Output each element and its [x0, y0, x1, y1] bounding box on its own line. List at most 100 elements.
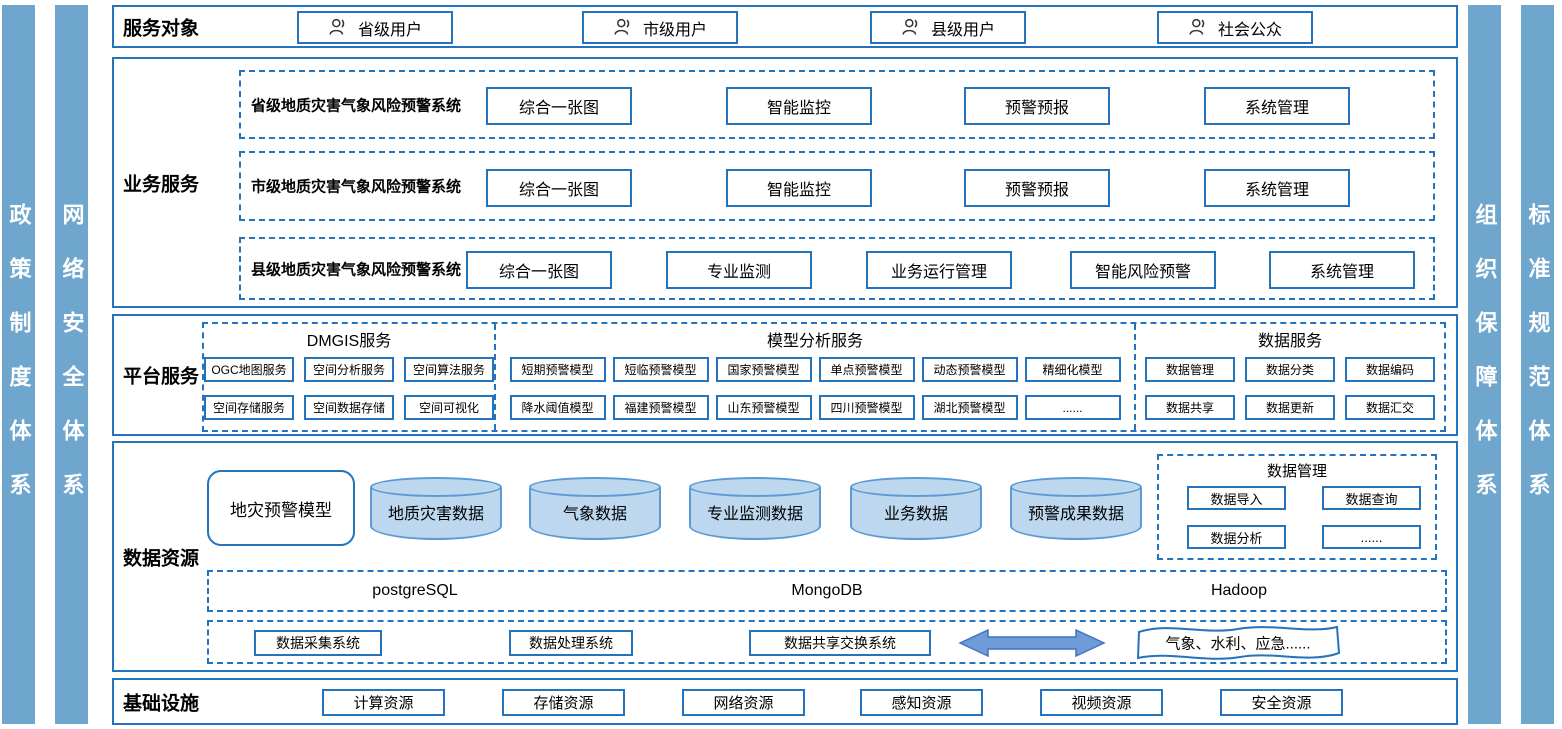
service-box: 单点预警模型: [818, 357, 915, 382]
database-label: 地质灾害数据: [387, 506, 484, 523]
dmgis-group: DMGIS服务 OGC地图服务 空间分析服务 空间算法服务 空间存储服务 空间数…: [204, 324, 494, 430]
external-sources-label: 气象、水利、应急......: [1165, 635, 1311, 653]
service-box: 数据汇交: [1345, 395, 1435, 420]
service-box: 数据管理: [1145, 357, 1235, 382]
user-box-county: 县级用户: [870, 11, 1026, 44]
module-box: 预警预报: [964, 87, 1110, 125]
infrastructure-section: 基础设施 计算资源 存储资源 网络资源 感知资源 视频资源 安全资源: [112, 678, 1458, 725]
group-title: DMGIS服务: [306, 333, 392, 350]
service-box: 数据共享: [1145, 395, 1235, 420]
dm-box: 数据查询: [1322, 486, 1421, 510]
system-box: 数据采集系统: [254, 630, 382, 656]
person-icon: [614, 18, 630, 35]
service-box: 空间算法服务: [404, 357, 494, 382]
service-box: 空间可视化: [404, 395, 494, 420]
resource-box: 存储资源: [502, 689, 625, 716]
data-resources-section: 数据资源 地灾预警模型 地质灾害数据 气象数据 专业监测数据 业务数据 预警成果…: [112, 441, 1458, 672]
group-title: 数据管理: [1266, 463, 1327, 480]
pillar-standards: 标准规范体系: [1521, 5, 1554, 724]
platform-services-section: 平台服务 DMGIS服务 OGC地图服务 空间分析服务 空间算法服务 空间存储服…: [112, 314, 1458, 436]
module-box: 智能监控: [726, 87, 872, 125]
service-box: 数据更新: [1245, 395, 1335, 420]
person-icon: [902, 18, 918, 35]
service-box: 动态预警模型: [921, 357, 1018, 382]
city-system-group: 市级地质灾害气象风险预警系统 综合一张图 智能监控 预警预报 系统管理: [239, 151, 1435, 221]
service-box: 国家预警模型: [715, 357, 812, 382]
warning-model-node: 地灾预警模型: [207, 470, 355, 546]
section-title: 业务服务: [123, 174, 200, 195]
system-title: 市级地质灾害气象风险预警系统: [251, 178, 462, 196]
module-box: 专业监测: [666, 251, 812, 289]
service-box: 精细化模型: [1024, 357, 1121, 382]
module-box: 综合一张图: [486, 87, 632, 125]
service-box: 福建预警模型: [612, 395, 709, 420]
system-title: 县级地质灾害气象风险预警系统: [251, 261, 462, 278]
service-box: 短期预警模型: [509, 357, 606, 382]
service-box: 山东预警模型: [715, 395, 812, 420]
database-label: 专业监测数据: [706, 506, 803, 523]
database-cylinder: 专业监测数据: [689, 477, 821, 540]
pillar-policy-system: 政策制度体系: [2, 5, 35, 724]
business-services-section: 业务服务 省级地质灾害气象风险预警系统 综合一张图 智能监控 预警预报 系统管理…: [112, 57, 1458, 308]
service-box: OGC地图服务: [204, 357, 294, 382]
user-box-label: 社会公众: [1217, 21, 1282, 39]
system-box: 数据处理系统: [509, 630, 633, 656]
storage-engine: MongoDB: [791, 582, 863, 599]
user-box-label: 省级用户: [357, 21, 422, 39]
service-box: 湖北预警模型: [921, 395, 1018, 420]
section-title: 基础设施: [123, 693, 200, 714]
section-title: 服务对象: [123, 18, 200, 39]
module-box: 系统管理: [1204, 169, 1350, 207]
database-label: 预警成果数据: [1027, 506, 1124, 523]
pillar-network-security: 网络安全体系: [55, 5, 88, 724]
user-box-city: 市级用户: [582, 11, 738, 44]
database-cylinder: 气象数据: [529, 477, 661, 540]
system-title: 省级地质灾害气象风险预警系统: [251, 97, 462, 114]
person-icon: [329, 18, 345, 35]
service-box: 空间数据存储: [304, 395, 394, 420]
service-box: 空间存储服务: [204, 395, 294, 420]
group-title: 数据服务: [1257, 333, 1322, 350]
service-targets-section: 服务对象 省级用户 市级用户 县级用户 社会公众: [112, 5, 1458, 48]
user-box-province: 省级用户: [297, 11, 453, 44]
module-box: 智能风险预警: [1070, 251, 1216, 289]
module-box: 系统管理: [1204, 87, 1350, 125]
dm-box: 数据导入: [1187, 486, 1286, 510]
resource-box: 安全资源: [1220, 689, 1343, 716]
user-box-label: 市级用户: [642, 21, 707, 39]
module-box: 综合一张图: [486, 169, 632, 207]
bidirectional-arrow-icon: [958, 628, 1106, 658]
county-system-group: 县级地质灾害气象风险预警系统 综合一张图 专业监测 业务运行管理 智能风险预警 …: [239, 237, 1435, 300]
platform-groups: DMGIS服务 OGC地图服务 空间分析服务 空间算法服务 空间存储服务 空间数…: [202, 322, 1446, 432]
data-management-group: 数据管理 数据导入 数据查询 数据分析 ......: [1157, 454, 1437, 560]
service-box: 短临预警模型: [612, 357, 709, 382]
data-services-group: 数据服务 数据管理 数据分类 数据编码 数据共享 数据更新 数据汇交: [1134, 324, 1444, 430]
resource-box: 网络资源: [682, 689, 805, 716]
service-box: 降水阈值模型: [509, 395, 606, 420]
section-title: 平台服务: [123, 366, 200, 388]
service-box: 四川预警模型: [818, 395, 915, 420]
user-box-label: 县级用户: [930, 21, 995, 39]
pillar-organization: 组织保障体系: [1468, 5, 1501, 724]
external-sources-node: 气象、水利、应急......: [1129, 622, 1347, 664]
database-cylinder: 业务数据: [850, 477, 982, 540]
dm-box: ......: [1322, 525, 1421, 549]
module-box: 综合一张图: [466, 251, 612, 289]
model-analysis-group: 模型分析服务 短期预警模型 短临预警模型 国家预警模型 单点预警模型 动态预警模…: [494, 324, 1134, 430]
resource-box: 感知资源: [860, 689, 983, 716]
storage-engines-bar: postgreSQL MongoDB Hadoop: [207, 570, 1447, 612]
province-system-group: 省级地质灾害气象风险预警系统 综合一张图 智能监控 预警预报 系统管理: [239, 70, 1435, 139]
database-label: 业务数据: [883, 506, 948, 523]
user-box-public: 社会公众: [1157, 11, 1313, 44]
resource-box: 计算资源: [322, 689, 445, 716]
storage-engine: Hadoop: [1210, 582, 1268, 599]
database-cylinder: 预警成果数据: [1010, 477, 1142, 540]
storage-grid: postgreSQL MongoDB Hadoop: [209, 572, 1445, 610]
service-box: 数据编码: [1345, 357, 1435, 382]
module-box: 智能监控: [726, 169, 872, 207]
service-box: 数据分类: [1245, 357, 1335, 382]
service-box: 空间分析服务: [304, 357, 394, 382]
wavy-box-shape: [1136, 625, 1341, 660]
system-box: 数据共享交换系统: [749, 630, 931, 656]
